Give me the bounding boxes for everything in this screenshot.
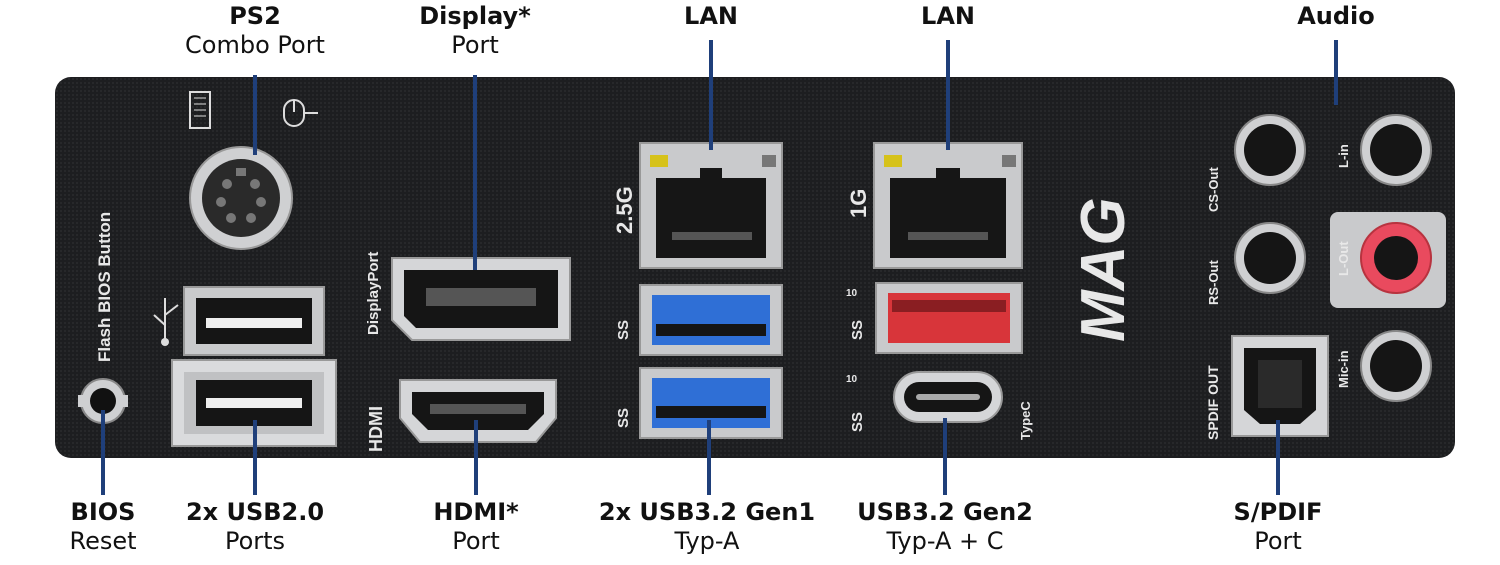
label-ps2-sub: Combo Port <box>185 30 325 59</box>
leader-ps2 <box>253 75 257 155</box>
label-usb32-gen1-title: 2x USB3.2 Gen1 <box>598 498 816 526</box>
bios-reset-button[interactable] <box>78 378 128 424</box>
l-in-text: L-in <box>1336 144 1351 168</box>
leader-hdmi <box>474 420 478 495</box>
leader-displayport <box>473 75 477 270</box>
ss10-number-text-1: 10 <box>846 288 858 299</box>
label-bios-title: BIOS <box>70 498 136 526</box>
label-displayport-title: Display* <box>419 2 531 30</box>
label-displayport: Display* Port <box>419 2 531 60</box>
label-hdmi-sub: Port <box>452 526 500 555</box>
ss-logo-text-2: SS <box>615 408 632 428</box>
label-spdif-sub: Port <box>1254 526 1302 555</box>
label-usb2: 2x USB2.0 Ports <box>186 498 324 556</box>
usb32-gen2-typec-port[interactable] <box>893 371 1003 423</box>
label-usb32-gen2-sub: Typ-A + C <box>886 526 1004 555</box>
label-spdif: S/PDIF Port <box>1234 498 1323 556</box>
l-out-text: L-Out <box>1336 241 1351 276</box>
audio-jack-l-in[interactable] <box>1360 114 1432 186</box>
spdif-out-text: SPDIF OUT <box>1205 365 1221 440</box>
displayport-text: DisplayPort <box>365 252 382 335</box>
label-ps2: PS2 Combo Port <box>185 2 325 60</box>
usb2-port-1[interactable] <box>183 286 325 356</box>
label-lan-1: LAN <box>684 2 738 31</box>
audio-jack-mic-in[interactable] <box>1360 330 1432 402</box>
label-hdmi: HDMI* Port <box>433 498 518 556</box>
label-usb32-gen2-title: USB3.2 Gen2 <box>857 498 1033 526</box>
mouse-icon <box>283 99 318 127</box>
leader-usb32-gen2 <box>943 418 947 495</box>
leader-lan-1 <box>709 40 713 150</box>
ss-logo-text-1: SS <box>615 320 632 340</box>
audio-jack-cs-out[interactable] <box>1234 114 1306 186</box>
usb32-gen1-port-2[interactable] <box>639 367 783 439</box>
label-audio-title: Audio <box>1297 2 1375 30</box>
label-lan-2: LAN <box>921 2 975 31</box>
ss10-number-text-2: 10 <box>846 374 858 385</box>
lan-1g-port[interactable] <box>873 142 1023 269</box>
lan-1g-text: 1G <box>846 189 871 218</box>
usb32-gen2-typea-port[interactable] <box>875 282 1023 354</box>
leader-lan-2 <box>946 40 950 150</box>
lan-25g-text: 2.5G <box>612 186 637 234</box>
label-spdif-title: S/PDIF <box>1233 498 1323 526</box>
usb-symbol-icon <box>153 298 179 346</box>
ps2-combo-port[interactable] <box>189 146 293 250</box>
typec-text: TypeC <box>1018 401 1033 440</box>
keyboard-icon <box>189 91 211 129</box>
label-hdmi-title: HDMI* <box>433 498 519 526</box>
label-bios-sub: Reset <box>69 526 137 555</box>
leader-usb32-gen1 <box>707 420 711 495</box>
flash-bios-text: Flash BIOS Button <box>95 212 114 362</box>
label-usb32-gen1: 2x USB3.2 Gen1 Typ-A <box>599 498 815 556</box>
label-usb32-gen2: USB3.2 Gen2 Typ-A + C <box>857 498 1033 556</box>
label-bios: BIOS Reset <box>69 498 136 556</box>
hdmi-logo-text: HDMI <box>366 406 386 452</box>
spdif-optical-port[interactable] <box>1231 335 1329 437</box>
mag-logo: MAG <box>1069 197 1138 342</box>
audio-jack-rs-out[interactable] <box>1234 222 1306 294</box>
ss10-logo-text-2: SS <box>849 412 866 432</box>
label-lan-1-title: LAN <box>684 2 738 30</box>
label-usb32-gen1-sub: Typ-A <box>674 526 740 555</box>
label-lan-2-title: LAN <box>921 2 975 30</box>
label-usb2-title: 2x USB2.0 <box>185 498 325 526</box>
cs-out-text: CS-Out <box>1206 167 1221 212</box>
mic-in-text: Mic-in <box>1336 350 1351 388</box>
displayport-port[interactable] <box>391 257 571 341</box>
hdmi-port[interactable] <box>399 379 557 443</box>
leader-audio <box>1334 40 1338 105</box>
leader-spdif <box>1276 420 1280 495</box>
label-audio: Audio <box>1297 2 1375 31</box>
label-usb2-sub: Ports <box>224 526 286 555</box>
leader-bios <box>101 410 105 495</box>
label-displayport-sub: Port <box>451 30 499 59</box>
label-ps2-title: PS2 <box>229 2 281 30</box>
rs-out-text: RS-Out <box>1206 260 1221 305</box>
ss10-logo-text-1: SS <box>849 320 866 340</box>
audio-jack-l-out[interactable] <box>1330 212 1446 308</box>
leader-usb2 <box>253 420 257 495</box>
lan-25g-port[interactable] <box>639 142 783 269</box>
usb32-gen1-port-1[interactable] <box>639 284 783 356</box>
